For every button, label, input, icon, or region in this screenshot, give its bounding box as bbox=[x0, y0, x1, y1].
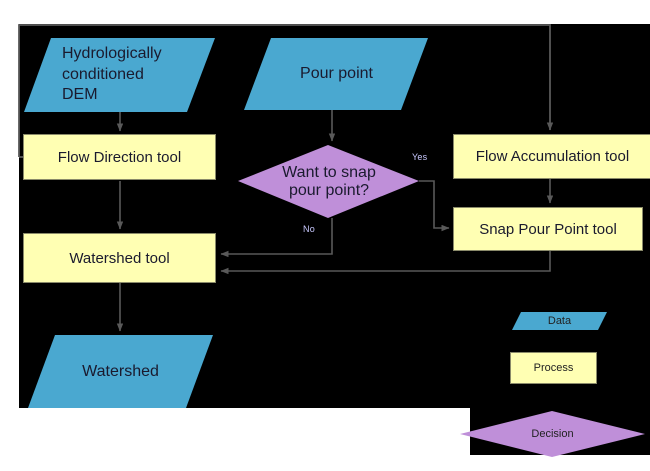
edge-decision-yes-to-snap bbox=[419, 180, 450, 232]
node-pour-point-label: Pour point bbox=[300, 65, 373, 82]
legend-label-process: Process bbox=[533, 362, 574, 374]
node-watershed[interactable]: Watershed bbox=[28, 335, 213, 408]
legend-label-data: Data bbox=[547, 315, 572, 327]
legend-item-process: Process bbox=[510, 352, 597, 384]
node-dem-line1: Hydrologically bbox=[62, 45, 162, 63]
node-pour-point[interactable]: Pour point bbox=[244, 38, 429, 110]
edge-dem-to-flow-accumulation bbox=[18, 24, 554, 157]
edge-label-yes: Yes bbox=[412, 152, 428, 162]
node-decision-line1: Want to snap bbox=[282, 163, 376, 181]
node-decision-line2: pour point? bbox=[288, 182, 370, 199]
edge-snap-to-watershed-tool bbox=[220, 250, 551, 275]
node-shape-dem[interactable] bbox=[24, 38, 215, 112]
node-shape-decision[interactable] bbox=[238, 145, 419, 218]
node-watershed-tool[interactable]: Watershed tool bbox=[23, 233, 216, 283]
node-watershed-label: Watershed bbox=[82, 362, 159, 380]
node-watershed-tool-label: Watershed tool bbox=[69, 249, 170, 267]
node-shape-watershed[interactable] bbox=[28, 335, 213, 408]
node-flow-direction-label: Flow Direction tool bbox=[57, 148, 182, 166]
legend-item-data: Data bbox=[512, 312, 607, 330]
node-flow-accumulation-tool[interactable]: Flow Accumulation tool bbox=[453, 134, 650, 179]
node-snap-pour-point-tool[interactable]: Snap Pour Point tool bbox=[453, 207, 643, 251]
node-dem-line3: DEM bbox=[62, 86, 98, 104]
legend-shape-data bbox=[512, 312, 607, 330]
node-flow-accumulation-label: Flow Accumulation tool bbox=[475, 148, 630, 165]
node-flow-direction-tool[interactable]: Flow Direction tool bbox=[23, 134, 216, 180]
node-shape-pour-point[interactable] bbox=[244, 38, 428, 110]
edge-decision-no-to-watershed-tool bbox=[220, 218, 333, 258]
edge-label-no: No bbox=[303, 224, 315, 234]
node-dem[interactable]: Hydrologically conditioned DEM bbox=[24, 38, 216, 112]
node-dem-line2: conditioned bbox=[62, 65, 144, 83]
legend-shape-decision bbox=[460, 411, 645, 457]
legend-label-decision: Decision bbox=[531, 428, 574, 440]
node-decision[interactable]: Want to snap pour point? bbox=[238, 145, 420, 219]
legend-item-decision: Decision bbox=[505, 424, 600, 444]
node-snap-pour-point-label: Snap Pour Point tool bbox=[479, 220, 617, 238]
